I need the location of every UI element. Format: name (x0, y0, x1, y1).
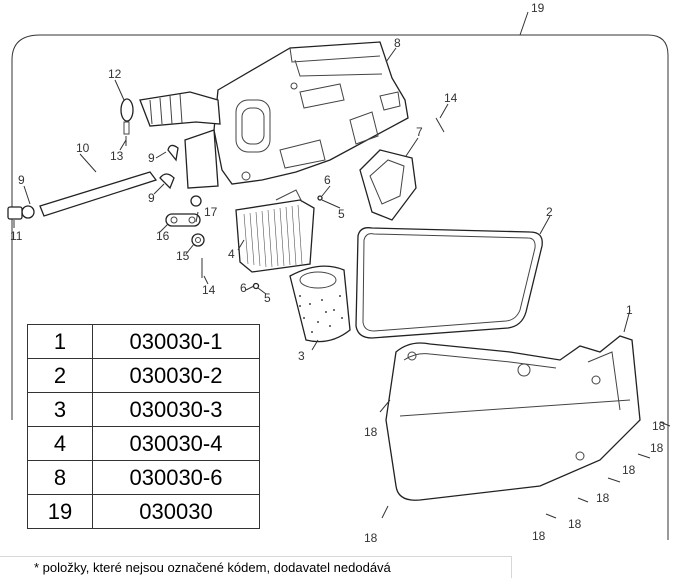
table-row: 4 030030-4 (27, 426, 260, 461)
callout-16: 16 (156, 229, 170, 243)
footnote: * položky, které nejsou označené kódem, … (0, 556, 512, 578)
callouts: 19 8 12 14 7 10 13 9 9 9 11 6 5 17 16 2 … (10, 1, 666, 545)
callout-5b: 5 (264, 291, 271, 305)
callout-18h: 18 (652, 419, 666, 433)
callout-18c: 18 (622, 463, 636, 477)
callout-18b: 18 (650, 441, 664, 455)
table-cell-code: 030030-6 (92, 460, 260, 495)
callout-4: 4 (228, 247, 235, 261)
table-cell-position: 2 (27, 358, 93, 393)
callout-6b: 6 (240, 281, 247, 295)
callout-5a: 5 (338, 207, 345, 221)
table-cell-code: 030030-1 (92, 324, 260, 359)
fittings-group (159, 129, 219, 247)
table-cell-position: 19 (27, 494, 93, 529)
callout-15: 15 (176, 249, 190, 263)
callout-18f: 18 (532, 529, 546, 543)
table-cell-position: 3 (27, 392, 93, 427)
table-row: 8 030030-6 (27, 460, 260, 495)
screws-group (125, 117, 671, 519)
airbox-housing-part (213, 41, 409, 185)
breather-hose-part (7, 171, 158, 220)
callout-3: 3 (298, 349, 305, 363)
table-cell-code: 030030-4 (92, 426, 260, 461)
assembly-outline-19 (11, 34, 669, 540)
gasket-part (355, 227, 543, 339)
callout-14a: 14 (444, 91, 458, 105)
cover-part (385, 335, 641, 501)
callout-9c: 9 (18, 173, 25, 187)
table-cell-code: 030030-3 (92, 392, 260, 427)
callout-8: 8 (394, 36, 401, 50)
callout-19: 19 (531, 1, 545, 15)
callout-18a: 18 (364, 425, 378, 439)
callout-18g: 18 (364, 531, 378, 545)
table-cell-position: 8 (27, 460, 93, 495)
callout-10: 10 (76, 141, 90, 155)
table-row: 3 030030-3 (27, 392, 260, 427)
callout-14b: 14 (202, 283, 216, 297)
intake-hose-part (120, 91, 221, 135)
callout-2: 2 (546, 205, 553, 219)
table-cell-position: 1 (27, 324, 93, 359)
callout-12: 12 (108, 67, 122, 81)
callout-6a: 6 (324, 173, 331, 187)
foam-filter-part (289, 265, 351, 343)
table-cell-position: 4 (27, 426, 93, 461)
table-row: 1 030030-1 (27, 324, 260, 359)
callout-17: 17 (204, 205, 218, 219)
callout-11: 11 (10, 229, 23, 243)
air-filter-part (235, 189, 315, 273)
callout-9b: 9 (148, 191, 155, 205)
table-cell-code: 030030 (92, 494, 260, 529)
duct-part (359, 149, 417, 221)
table-cell-code: 030030-2 (92, 358, 260, 393)
leader-lines (13, 11, 631, 351)
callout-13: 13 (110, 149, 124, 163)
callout-18d: 18 (596, 491, 610, 505)
table-row: 2 030030-2 (27, 358, 260, 393)
callout-7: 7 (416, 125, 423, 139)
callout-1: 1 (626, 303, 633, 317)
callout-18e: 18 (568, 517, 582, 531)
callout-9a: 9 (148, 151, 155, 165)
parts-table: 1 030030-1 2 030030-2 3 030030-3 4 03003… (27, 324, 260, 529)
table-row: 19 030030 (27, 494, 260, 529)
